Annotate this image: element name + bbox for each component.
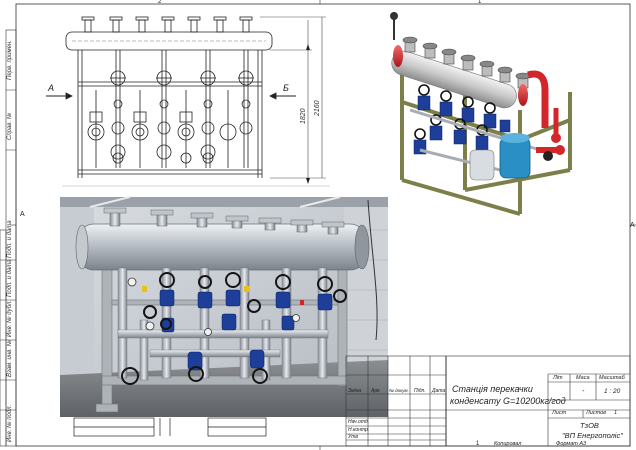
factory-photo: [60, 196, 388, 417]
drawing-title-line1: Станція перекачки: [452, 384, 533, 394]
title-block: [345, 355, 631, 447]
strip-label-inv: Инв. № подл.: [7, 404, 13, 442]
format-label: Формат А3: [556, 441, 587, 447]
isometric-render: [390, 12, 572, 216]
col-header-sheet: Арк.: [371, 388, 381, 394]
zone-side-left: А: [20, 211, 25, 218]
view-a-label: А: [48, 83, 55, 93]
dim-total-height: 2160: [314, 100, 321, 116]
strip-label-ref: Справ. №: [7, 112, 13, 140]
strip-label-first-use: Перв. примен.: [7, 40, 13, 80]
mass-value: -: [582, 388, 585, 395]
col-header-sign: Підп.: [414, 388, 426, 394]
scale-header: Масштаб: [599, 375, 625, 381]
sheet-label: Лист: [552, 410, 567, 416]
company-line1: ТзОВ: [580, 421, 599, 430]
role-head-of-dept: Нач.отд.: [348, 419, 370, 425]
copied-label: Копировал: [494, 441, 522, 447]
strip-label-sign-date-2: Подп. и дата: [7, 220, 13, 258]
zone-side-right: А: [630, 222, 635, 229]
strip-label-replace: Взам. инв. №: [7, 339, 13, 377]
left-strip: [0, 29, 17, 447]
strip-label-sign-date-1: Подп. и дата: [7, 259, 13, 297]
sheets-value: 1: [614, 410, 618, 416]
dim-frame-height: 1820: [300, 108, 307, 124]
zone-bottom: 1: [476, 441, 480, 447]
scale-value: 1 : 20: [604, 388, 621, 395]
col-header-date: Дата: [432, 388, 446, 394]
drawing-title-line2: конденсату G=10200кг/год: [450, 396, 566, 406]
front-view-drawing: [46, 16, 326, 184]
stage-header: Літ: [553, 375, 563, 381]
col-header-doc: № докум.: [389, 388, 409, 393]
company-line2: "ВП Енергополіс": [562, 431, 623, 440]
role-norm-control: Н.контр.: [348, 427, 370, 433]
bottom-view-drawing: [73, 417, 267, 437]
zone-top-2: 2: [158, 0, 162, 5]
col-header-change: Зміна: [348, 388, 362, 394]
mass-header: Маса: [576, 375, 590, 381]
zone-top-1: 1: [478, 0, 482, 5]
role-approved: Утв: [348, 434, 358, 440]
view-b-label: Б: [283, 83, 289, 93]
strip-label-dup: Инв. № дубл.: [7, 300, 13, 337]
sheets-label: Листов: [586, 410, 607, 416]
